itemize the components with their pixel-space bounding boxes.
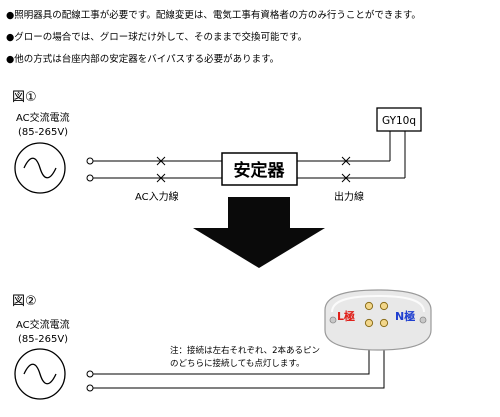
fig1-source-title: AC交流電流: [16, 113, 70, 124]
fig1-input-line-label: AC入力線: [135, 190, 179, 203]
fig2-source-title: AC交流電流: [16, 320, 70, 331]
fig1-glow-label: GY10q: [382, 115, 416, 127]
notes: ●照明器具の配線工事が必要です。配線変更は、電気工事有資格者の方のみ行うことがで…: [6, 10, 496, 76]
lamp-end-cap: [324, 289, 432, 351]
note-glow: ●グローの場合では、グロー球だけ外して、そのままで交換可能です。: [6, 32, 308, 43]
fig2-terminal-bottom: [86, 384, 94, 392]
figure-1-label: 図①: [12, 90, 37, 105]
down-arrow-icon: [193, 197, 325, 268]
fig1-ballast-box: [221, 152, 298, 186]
fig2-note-line-1: 注：接続は左右それぞれ、2本あるピン: [170, 345, 320, 356]
fig1-input-cut-marks: [156, 156, 166, 183]
fig1-source-range: (85-265V): [18, 127, 69, 138]
fig2-source-range: (85-265V): [18, 334, 69, 345]
fig2-n-pole-label: N極: [395, 309, 415, 323]
fig2-n-wire: [93, 332, 385, 389]
fig1-terminal-bottom: [86, 174, 94, 182]
fig2-l-pole-label: L極: [337, 309, 355, 323]
fig2-note-line-2: のどちらに接続しても点灯します。: [170, 358, 304, 369]
fig2-ac-source-icon: [14, 348, 66, 400]
fig1-terminal-top: [86, 157, 94, 165]
fig1-ac-source-icon: [14, 142, 66, 194]
fig1-ballast-label: 安定器: [234, 160, 286, 181]
note-bypass: ●他の方式は台座内部の安定器をバイパスする必要があります。: [6, 54, 280, 65]
figure-2-label: 図②: [12, 294, 37, 309]
fig1-sine-wave-icon: [23, 157, 57, 179]
fig1-output-line-label: 出力線: [334, 190, 364, 203]
fig2-sine-wave-icon: [23, 363, 57, 385]
fig2-terminal-top: [86, 370, 94, 378]
fig1-output-cut-marks: [341, 156, 351, 183]
note-wiring: ●照明器具の配線工事が必要です。配線変更は、電気工事有資格者の方のみ行うことがで…: [6, 10, 421, 21]
fig1-glow-starter-box: [376, 107, 422, 132]
